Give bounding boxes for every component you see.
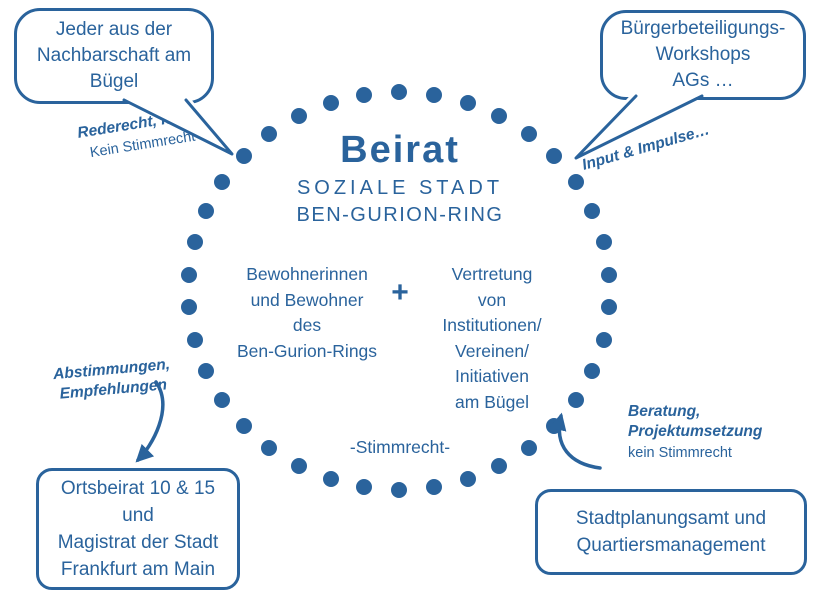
speech-bubble-workshops-text: Bürgerbeteiligungs- Workshops AGs … (620, 18, 786, 91)
dot (491, 108, 508, 124)
dot (322, 94, 339, 111)
box-stadtplanungsamt: Stadtplanungsamt und Quartiersmanagement (535, 489, 807, 575)
note-abstimmungen: Abstimmungen, Empfehlungen (39, 354, 187, 406)
dot (595, 234, 612, 251)
note-beratung: Beratung, Projektumsetzung kein Stimmrec… (628, 402, 798, 463)
speech-bubble-neighborhood: Jeder aus der Nachbarschaft am Bügel (14, 8, 214, 104)
dot (261, 440, 278, 456)
dot (186, 234, 203, 251)
dot (290, 108, 307, 124)
speech-bubble-workshops: Bürgerbeteiligungs- Workshops AGs … (600, 10, 806, 100)
plus-sign: + (391, 276, 409, 309)
note-input-impulse: Input & Impulse… (570, 117, 722, 178)
center-heading: Beirat SOZIALE STADT BEN-GURION-RING (240, 128, 560, 229)
residents-group-text: Bewohnerinnen und Bewohner des Ben-Gurio… (236, 264, 378, 361)
dot (261, 126, 278, 142)
dot (197, 203, 214, 220)
dot (546, 148, 563, 165)
beirat-title: Beirat (340, 129, 460, 171)
dot (425, 479, 442, 496)
box-stadtplanungsamt-text: Stadtplanungsamt und Quartiersmanagement (575, 508, 767, 556)
note-rederecht: Rederecht, Ideen Kein Stimmrecht (60, 102, 222, 167)
dot (595, 331, 612, 348)
dot (180, 299, 197, 316)
note-beratung-bold: Beratung, Projektumsetzung (628, 403, 763, 440)
dot (290, 458, 307, 474)
dot (186, 331, 203, 348)
dot (491, 458, 508, 474)
dot (391, 482, 407, 498)
beratung-arrow (549, 412, 602, 470)
dot (459, 94, 476, 111)
dot (425, 86, 442, 103)
dot (214, 174, 231, 191)
dot (546, 417, 563, 434)
note-beratung-regular: kein Stimmrecht (628, 445, 732, 461)
box-ortsbeirat-magistrat: Ortsbeirat 10 & 15 und Magistrat der Sta… (36, 468, 240, 590)
dot (520, 440, 537, 456)
dot (567, 391, 584, 408)
dot (520, 126, 537, 142)
dot (601, 299, 618, 316)
dot (235, 417, 252, 434)
subtitle-ben-gurion-ring: BEN-GURION-RING (296, 204, 504, 226)
institutions-group-text: Vertretung von Institutionen/ Vereinen/ … (442, 264, 542, 412)
dot (391, 84, 407, 100)
speech-bubble-neighborhood-text: Jeder aus der Nachbarschaft am Bügel (36, 19, 192, 92)
dot (214, 391, 231, 408)
subtitle-soziale-stadt: SOZIALE STADT (296, 177, 504, 199)
stimmrecht-label: -Stimmrecht- (349, 437, 451, 457)
dot (180, 266, 197, 283)
dot (584, 362, 601, 379)
dot (235, 148, 252, 165)
dot (322, 471, 339, 488)
dot (584, 203, 601, 220)
dot (356, 479, 373, 496)
dot (197, 362, 214, 379)
note-abstimmungen-bold: Abstimmungen, Empfehlungen (52, 355, 171, 403)
box-ortsbeirat-magistrat-text: Ortsbeirat 10 & 15 und Magistrat der Sta… (57, 478, 219, 580)
dot (356, 86, 373, 103)
dot (601, 266, 618, 283)
note-input-impulse-bold: Input & Impulse… (580, 121, 712, 174)
dot (567, 174, 584, 191)
dot (459, 471, 476, 488)
